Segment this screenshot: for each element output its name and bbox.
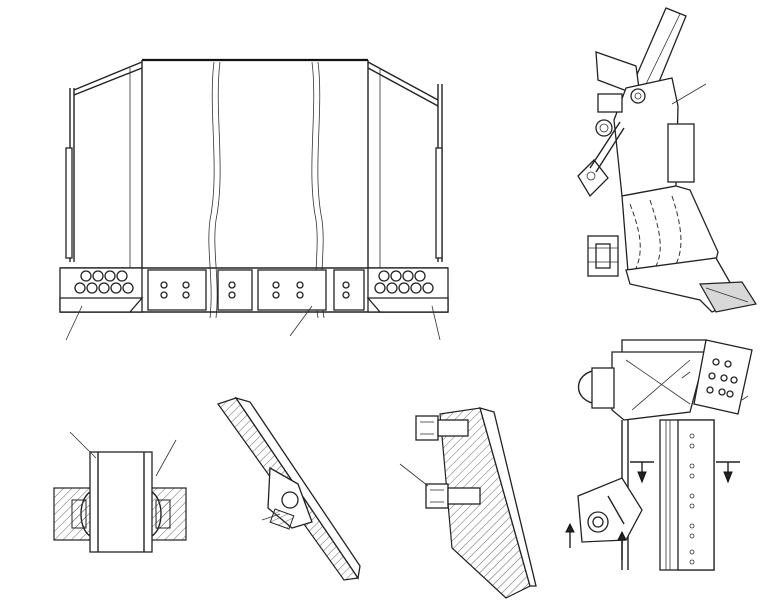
front-view — [59, 58, 449, 341]
leader-cutting-edge — [289, 305, 313, 337]
section-bolts — [399, 407, 537, 599]
leader-bolt — [399, 463, 429, 487]
section-plate — [217, 396, 361, 581]
leader-pin-left — [69, 431, 97, 459]
plate-bolts-side — [706, 358, 738, 398]
end-bit-left-bolts — [74, 270, 134, 294]
section-pin — [53, 431, 187, 553]
side-view-bottom — [565, 339, 753, 571]
leader-end-bit-left — [65, 305, 83, 341]
end-bit-right-bolts — [374, 270, 434, 294]
column-holes — [689, 433, 695, 565]
side-view-top — [577, 7, 757, 313]
cutting-edge-bolts — [160, 281, 350, 299]
leader-pin-right — [155, 439, 177, 477]
leader-bracket — [671, 83, 707, 105]
leader-end-bit-right — [431, 305, 441, 341]
